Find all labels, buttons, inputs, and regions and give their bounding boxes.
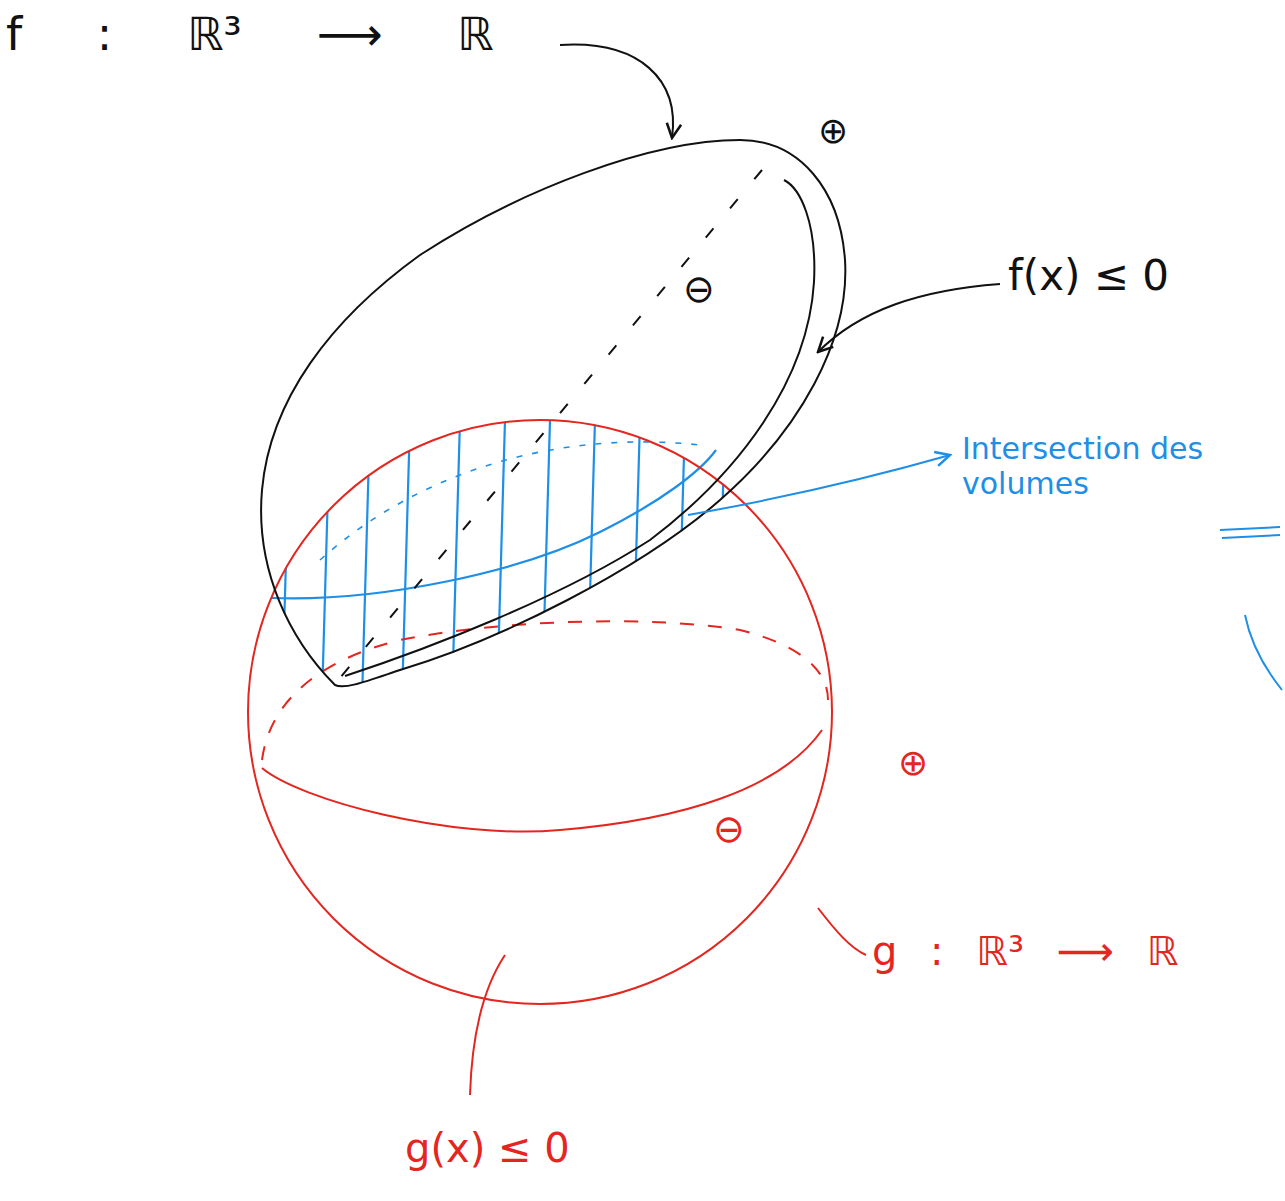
inequality-label: f(x) ≤ 0: [1008, 252, 1169, 300]
intersection-curve: [272, 450, 716, 598]
leader-line: [818, 284, 1000, 352]
inequality-label: g(x) ≤ 0: [405, 1125, 570, 1171]
function-signature: f : ℝ³ ⟶ ℝ: [6, 8, 493, 61]
annotation-label: Intersection des volumes: [962, 432, 1262, 501]
intersection-back-curve: [320, 442, 700, 560]
f-ellipsoid: [261, 140, 845, 690]
sign-symbol: ⊖: [713, 808, 745, 852]
leader-line: [688, 455, 950, 515]
leader-line: [818, 908, 866, 955]
sign-symbol: ⊖: [683, 268, 715, 312]
leader-line: [470, 955, 505, 1095]
g-sphere: [248, 420, 832, 1004]
sign-symbol: ⊕: [818, 110, 848, 151]
leader-line: [1245, 615, 1282, 690]
leader-line: [560, 45, 673, 138]
function-signature: g : ℝ³ ⟶ ℝ: [872, 928, 1178, 974]
underline: [1220, 527, 1280, 538]
sign-symbol: ⊕: [898, 742, 928, 783]
